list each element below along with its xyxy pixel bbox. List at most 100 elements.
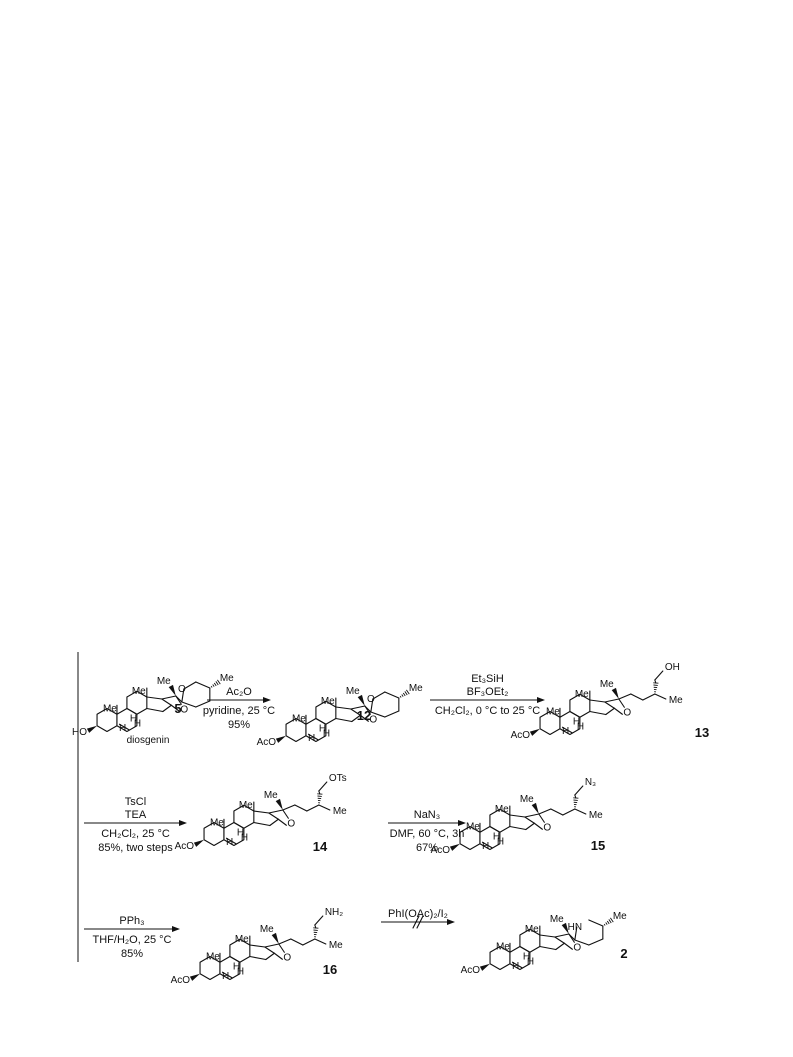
condition-label: pyridine, 25 °C [203, 705, 275, 717]
ring-f-bond [181, 701, 197, 708]
c3-substituent-label: AcO [431, 845, 451, 856]
chain-end-label: OTs [329, 773, 347, 784]
c25-hash [317, 793, 323, 804]
condition-label: 85%, two steps [98, 842, 173, 854]
arrow-head [263, 697, 271, 703]
compound-number: 5 [174, 701, 181, 716]
methyl-27-label: Me [409, 683, 423, 694]
methyl-19-label: Me [206, 951, 220, 962]
ring-oxygen-label: O [180, 704, 188, 715]
side-chain-bond [630, 693, 644, 701]
ring-d-bond [554, 936, 565, 944]
ring-e-bond [524, 813, 540, 818]
ring-f-bond [384, 710, 400, 718]
arrow-head [458, 820, 466, 826]
methyl-21-label: Me [260, 924, 274, 935]
compound-number: 13 [695, 725, 709, 740]
reaction-arrow-6: PhI(OAc)₂/I₂ [381, 908, 455, 929]
structures-layer: OMeMeHHHHOMeOMe5diosgeninOMeMeHHHAcOMeOM… [72, 662, 709, 986]
hash-mark [402, 692, 406, 697]
ring-d-bond [269, 818, 279, 827]
blocked-mark [412, 915, 420, 929]
h9-label: H [222, 971, 229, 982]
ring-d-bond [265, 952, 275, 961]
ring-f-bond [588, 919, 604, 927]
c3-substituent-label: AcO [175, 841, 195, 852]
methyl-19-label: Me [466, 821, 480, 832]
chain-end-label: N₃ [585, 777, 596, 788]
ring-d-bond [351, 714, 361, 723]
c20-methyl-wedge [275, 798, 283, 810]
h14-label: H [527, 956, 534, 967]
c3-substituent-label: AcO [461, 965, 481, 976]
ring-f-bond [183, 681, 197, 690]
condition-label: DMF, 60 °C, 3h [390, 828, 465, 840]
blocked-mark [416, 915, 424, 929]
compound-number: 15 [591, 838, 605, 853]
side-chain-bond [314, 915, 324, 926]
hash-mark [401, 694, 404, 697]
c25-hash [313, 927, 319, 938]
ring-d-bond [253, 821, 271, 827]
ring-e-bond [604, 698, 620, 703]
side-chain-bond [314, 938, 327, 945]
c3-oxygen-wedge [275, 735, 287, 743]
h9-label: H [482, 841, 489, 852]
double-bond-c5-c6 [225, 837, 237, 845]
ring-d-bond [146, 707, 164, 713]
side-chain-bond [574, 808, 587, 815]
methyl-27-label: Me [613, 911, 627, 922]
double-bond-c5-c6 [511, 961, 523, 969]
ring-e-bond [161, 695, 177, 700]
ring-d-bond [264, 946, 275, 954]
methyl-19-label: Me [103, 703, 117, 714]
ring-d-bond [335, 706, 352, 710]
h8-label: H [130, 714, 137, 725]
side-chain-bond [538, 808, 552, 815]
side-chain-bond [574, 785, 584, 796]
ring-oxygen-label: O [369, 714, 377, 725]
c25-hash [573, 797, 579, 808]
c3-substituent-label: HO [72, 727, 87, 738]
ring-nh-label: HN [568, 922, 582, 933]
hash-mark [603, 923, 606, 926]
h8-label: H [493, 832, 500, 843]
methyl-27-label: Me [220, 673, 234, 684]
ring-oxygen-label: O [283, 952, 291, 963]
c25-methyl-hash [399, 689, 410, 698]
h8-label: H [319, 724, 326, 735]
arrow-head [537, 697, 545, 703]
ring-f-bond [195, 681, 211, 689]
reagent-label: PPh₃ [119, 915, 144, 927]
hash-mark [605, 922, 608, 925]
hash-mark [210, 685, 213, 688]
arrow-head [172, 926, 180, 932]
c3-oxygen-wedge [449, 843, 461, 851]
chain-end-label: OH [665, 662, 680, 673]
methyl-18-label: Me [495, 804, 509, 815]
compound-name: diosgenin [127, 735, 170, 746]
h14-label: H [237, 966, 244, 977]
methyl-21-label: Me [264, 790, 278, 801]
methyl-19-label: Me [210, 817, 224, 828]
ring-f-bond [384, 691, 400, 699]
ring-e-bond [538, 813, 545, 823]
compound-number: 14 [313, 839, 328, 854]
reagent-label: NaN₃ [414, 809, 441, 821]
hash-mark [610, 917, 614, 923]
side-chain-bond [654, 693, 667, 700]
ring-f-bond [372, 691, 386, 700]
ring-d-bond [539, 945, 557, 951]
ring-d-bond [589, 710, 607, 716]
ring-f-bond [574, 939, 590, 946]
side-chain-bond [318, 804, 331, 811]
ring-d-bond [350, 708, 361, 716]
c20-methyl-wedge [357, 694, 365, 706]
c3-substituent-label: AcO [511, 730, 531, 741]
h14-label: H [241, 832, 248, 843]
ring-e-bond [264, 943, 280, 948]
double-bond-c5-c6 [561, 726, 573, 734]
